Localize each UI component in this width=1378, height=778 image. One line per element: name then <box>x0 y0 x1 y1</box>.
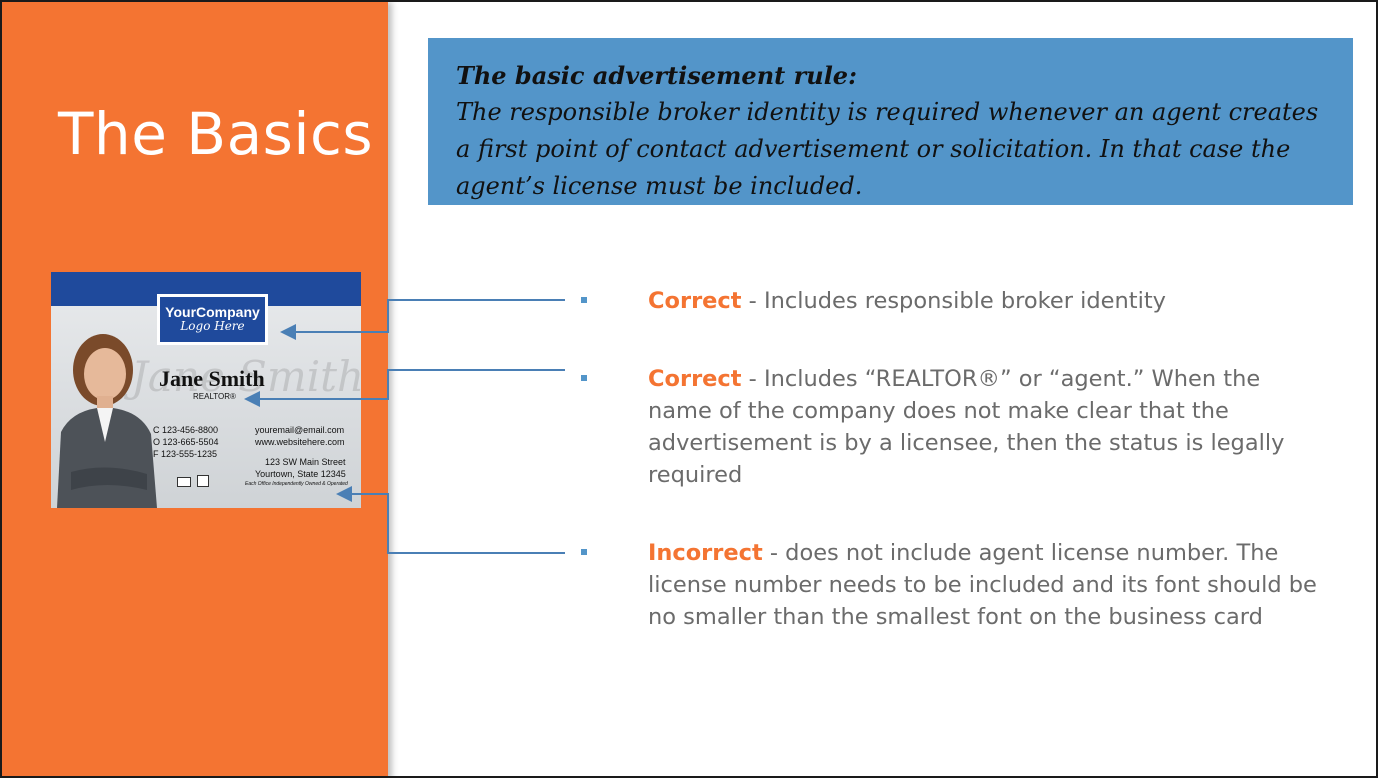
item-label: Correct <box>648 288 742 314</box>
card-phone-c: C 123-456-8800 <box>153 425 219 435</box>
card-company-logo: YourCompany Logo Here <box>157 294 268 345</box>
item-correct-realtor: Correct - Includes “REALTOR®” or “agent.… <box>648 363 1328 491</box>
card-phone-o: O 123-665-5504 <box>153 437 219 447</box>
logo-line1: YourCompany <box>165 304 260 320</box>
mls-icon <box>177 477 191 487</box>
bullet-icon <box>581 375 587 381</box>
bullet-icon <box>581 549 587 555</box>
item-description: - does not include agent license number.… <box>648 540 1317 630</box>
card-agent-role: REALTOR® <box>193 392 236 401</box>
rule-text: The responsible broker identity is requi… <box>456 98 1319 200</box>
rule-heading: The basic advertisement rule: <box>456 61 857 90</box>
item-description: - Includes “REALTOR®” or “agent.” When t… <box>648 366 1285 488</box>
card-phone-f: F 123-555-1235 <box>153 449 218 459</box>
card-disclaimer: Each Office Independently Owned & Operat… <box>245 481 348 487</box>
item-incorrect-license: Incorrect - does not include agent licen… <box>648 537 1348 633</box>
agent-photo <box>57 334 157 508</box>
logo-line2: Logo Here <box>180 319 245 333</box>
rule-callout-box: The basic advertisement rule: The respon… <box>428 38 1353 205</box>
business-card-image: Jane Smith YourCompany Logo Here Jane Sm… <box>51 272 361 508</box>
card-website: www.websitehere.com <box>255 437 345 447</box>
card-agent-name: Jane Smith <box>159 366 265 391</box>
card-email: youremail@email.com <box>255 425 345 435</box>
item-label: Incorrect <box>648 540 763 566</box>
card-address-line2: Yourtown, State 12345 <box>255 469 346 479</box>
item-description: - Includes responsible broker identity <box>741 288 1166 314</box>
item-label: Correct <box>648 366 742 392</box>
slide-title: The Basics <box>58 100 374 168</box>
item-correct-broker: Correct - Includes responsible broker id… <box>648 285 1348 317</box>
equal-housing-icon <box>197 475 209 487</box>
card-address-line1: 123 SW Main Street <box>265 457 346 467</box>
bullet-icon <box>581 297 587 303</box>
